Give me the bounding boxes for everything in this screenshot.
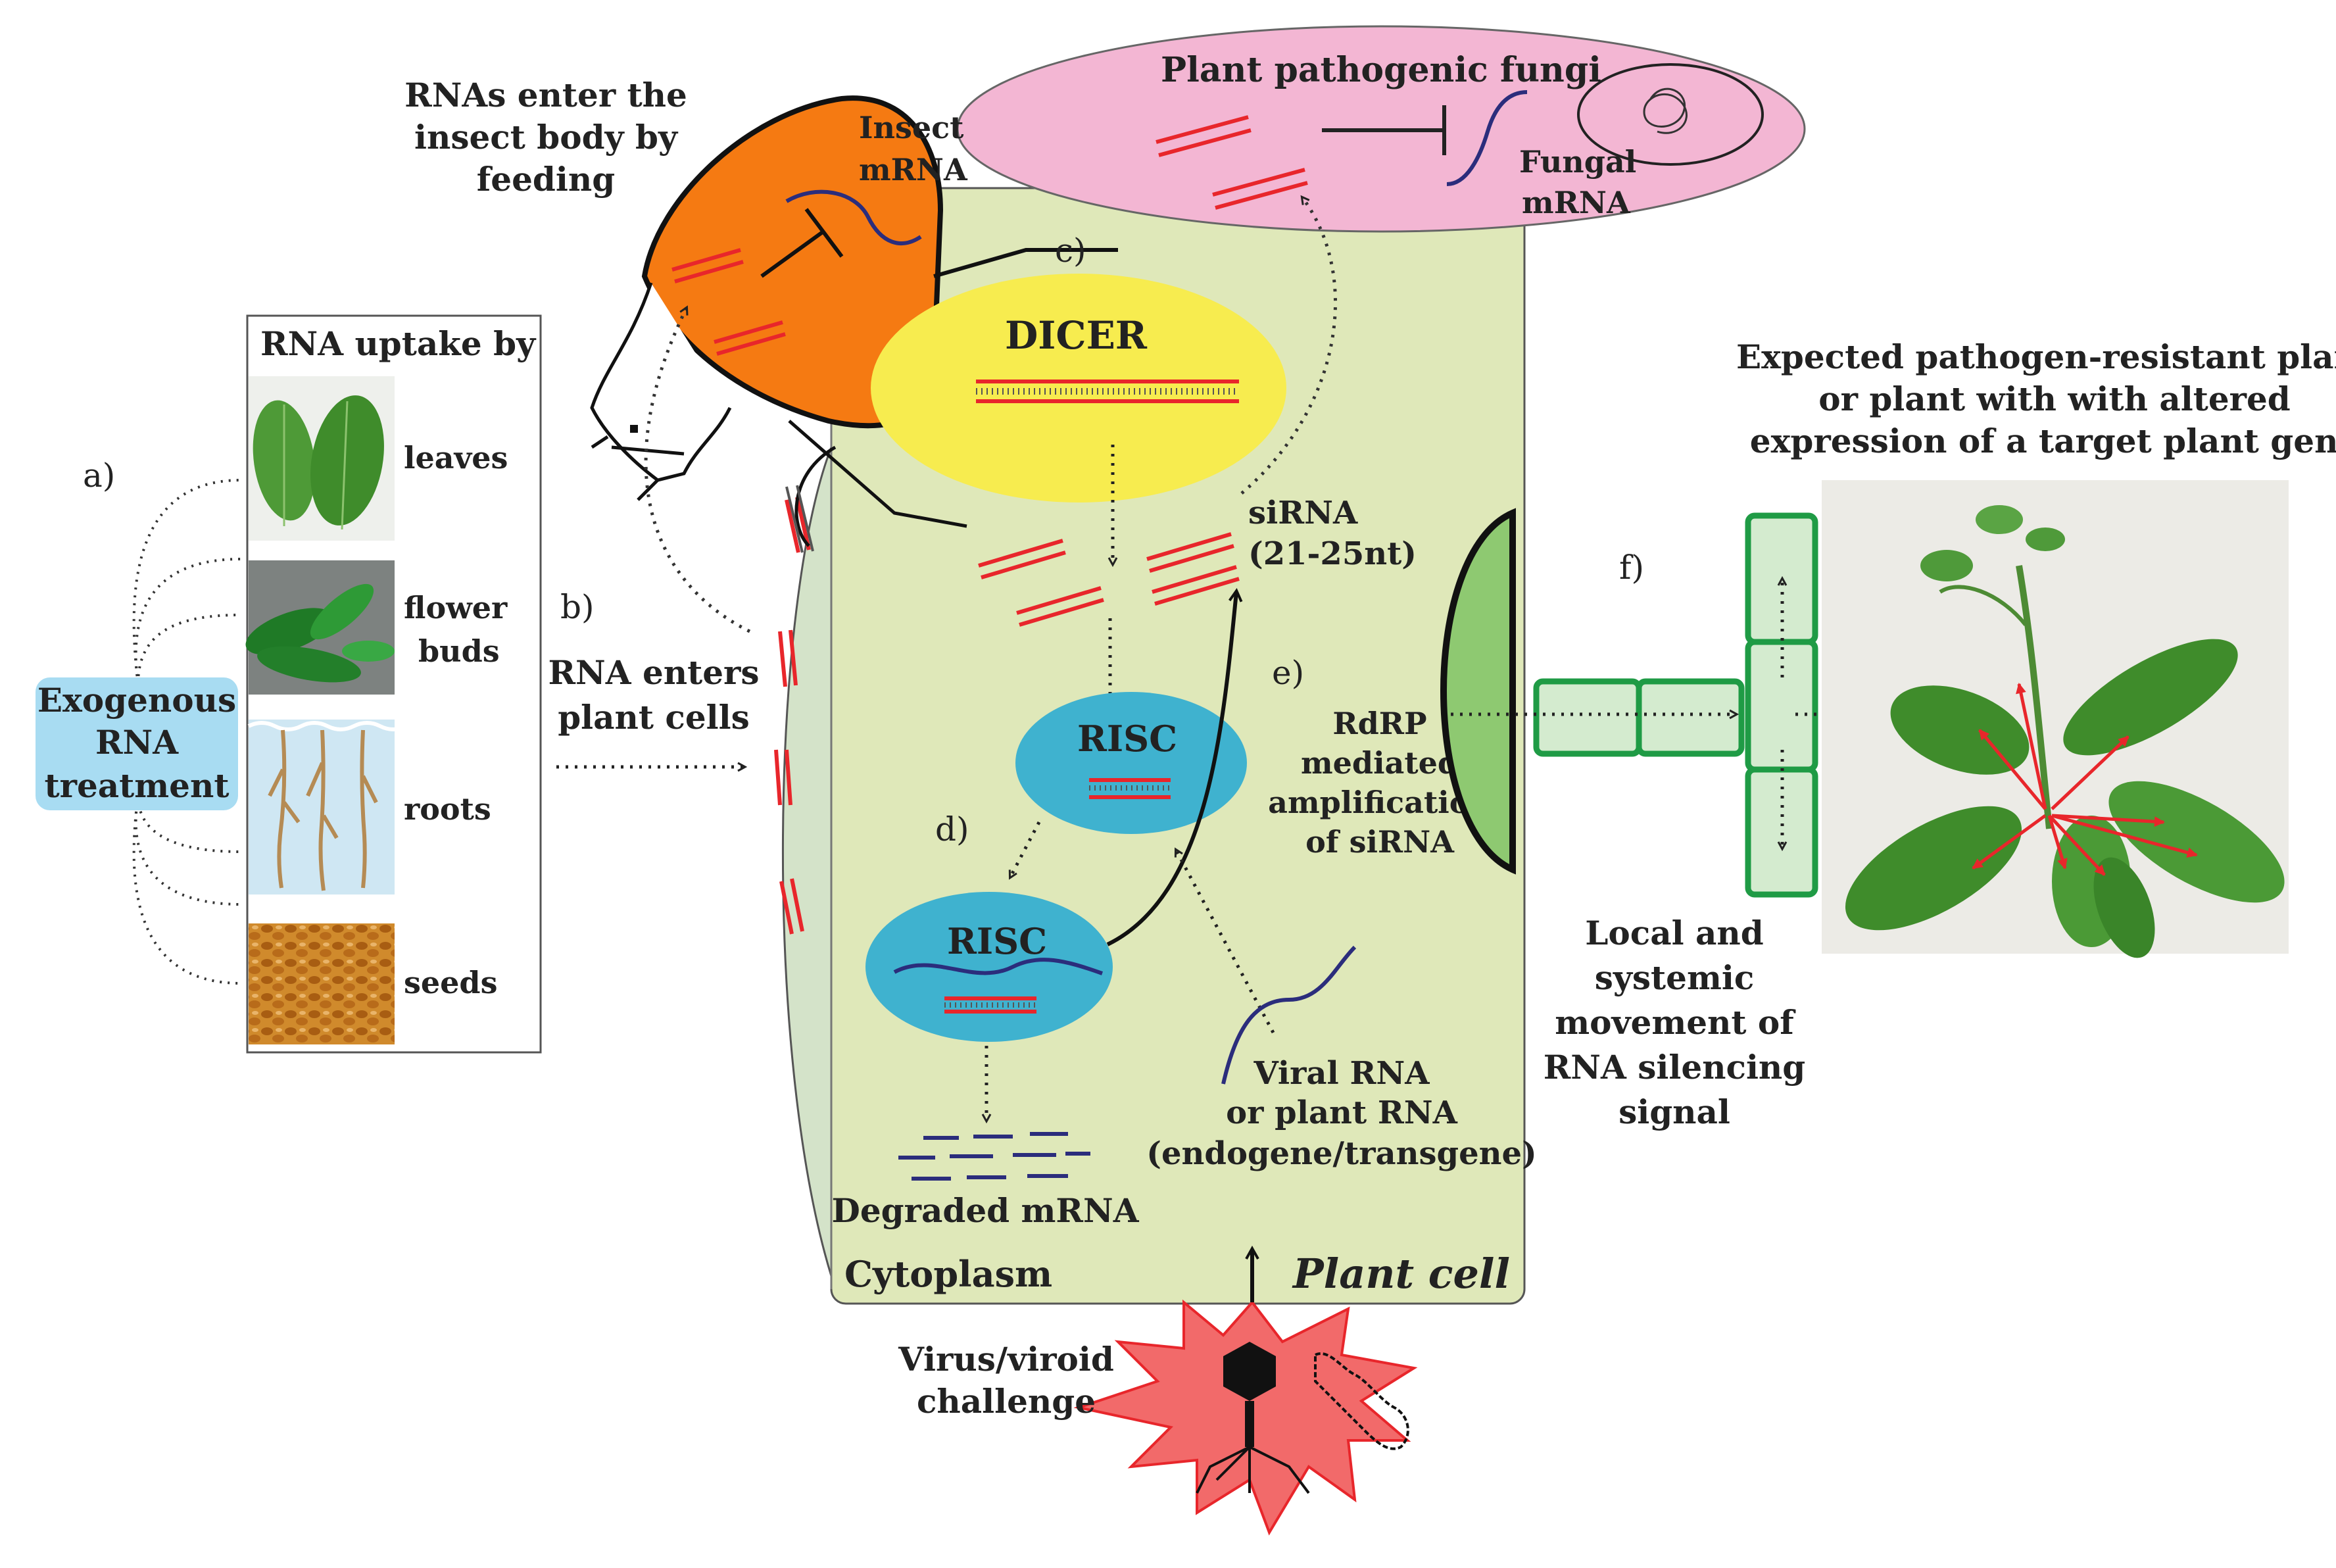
- risc-complex-upper: RISC: [1015, 692, 1247, 834]
- flower-buds-image: [245, 560, 395, 695]
- insect-caption-line-3: feeding: [477, 160, 615, 199]
- uptake-title: RNA uptake by: [260, 324, 537, 363]
- insect-mrna-line-1: Insect: [859, 110, 964, 145]
- uptake-panel: RNA uptake by leaves flower buds roots: [245, 314, 542, 1054]
- panel-letter-c: c): [1055, 232, 1086, 270]
- plant-cell-label: Plant cell: [1292, 1250, 1510, 1298]
- leaves-image: [249, 376, 395, 541]
- degraded-mrna-fragments: [898, 1132, 1090, 1181]
- risc-to-risc-arrow: [1008, 821, 1041, 877]
- seeds-image: [249, 923, 395, 1044]
- insect: Insect mRNA: [590, 95, 1118, 553]
- treatment-connectors: [132, 479, 241, 985]
- movement-line-1: Local and: [1585, 914, 1763, 952]
- sirna-line-2: (21-25nt): [1248, 535, 1417, 572]
- viral-rna-strand: [1221, 945, 1357, 1085]
- resistant-plant-image: [1822, 480, 2289, 958]
- panel-letter-d: d): [935, 810, 969, 848]
- movement-line-3: movement of: [1555, 1003, 1796, 1042]
- roots-image: [247, 720, 408, 894]
- viral-line-1: Viral RNA: [1253, 1055, 1430, 1092]
- risc-complex-lower: RISC: [865, 892, 1113, 1042]
- entry-line-2: plant cells: [558, 698, 750, 737]
- cytoplasm-label: Cytoplasm: [844, 1253, 1052, 1295]
- risc-upper-label: RISC: [1077, 718, 1177, 760]
- virus-line-2: challenge: [917, 1382, 1096, 1421]
- sirna-line-1: siRNA: [1248, 495, 1358, 531]
- panel-letter-e: e): [1272, 654, 1304, 692]
- rdrp-amplification-arrow: [1106, 587, 1243, 946]
- treatment-line-2: RNA: [95, 723, 179, 762]
- signal-cells: [1533, 512, 1818, 898]
- fungi-sirnas: [1156, 115, 1308, 210]
- rdrp-line-1: RdRP: [1332, 706, 1426, 741]
- fungal-mrna-strand: [1446, 90, 1528, 186]
- fungi-ellipse: Plant pathogenic fungi Fungal mRNA: [956, 25, 1806, 233]
- rdrp-line-2: mediated: [1301, 745, 1459, 781]
- panel-letter-b: b): [560, 588, 595, 626]
- fungal-chromatin: [1643, 87, 1688, 134]
- risc-lower-label: RISC: [947, 920, 1047, 962]
- entry-line-1: RNA enters: [548, 653, 759, 692]
- movement-line-4: RNA silencing: [1544, 1048, 1806, 1087]
- expected-line-3: expression of a target plant gene: [1750, 422, 2336, 460]
- fungal-nucleus: [1577, 63, 1764, 166]
- uptake-leaves: leaves: [404, 440, 508, 476]
- insect-caption-line-2: insect body by: [414, 118, 679, 157]
- uptake-flower: flower: [404, 590, 508, 625]
- plasmodesma: [1440, 508, 1516, 875]
- movement-line-5: signal: [1618, 1092, 1730, 1131]
- viral-to-risc-arrow: [1174, 850, 1275, 1034]
- virus-challenge: [1073, 1299, 1418, 1536]
- fungi-title: Plant pathogenic fungi: [1161, 50, 1601, 90]
- insect-mrna-line-2: mRNA: [859, 152, 968, 187]
- uptake-buds: buds: [418, 633, 500, 669]
- panel-letter-f: f): [1619, 549, 1644, 587]
- treatment-line-3: treatment: [45, 766, 230, 805]
- rdrp-line-4: of siRNA: [1305, 824, 1455, 860]
- fungal-mrna-line-2: mRNA: [1522, 185, 1631, 220]
- expected-line-2: or plant with with altered: [1818, 380, 2291, 418]
- panel-letter-a: a): [83, 456, 115, 495]
- dicer-complex: DICER: [871, 274, 1286, 502]
- insect-feeding-arrow: [644, 308, 751, 633]
- uptake-roots: roots: [404, 791, 491, 827]
- movement-line-2: systemic: [1595, 958, 1755, 997]
- sirna-cluster: [978, 532, 1240, 627]
- treatment-line-1: Exogenous: [37, 681, 236, 720]
- degraded-label: Degraded mRNA: [832, 1191, 1140, 1230]
- viral-line-2: or plant RNA: [1226, 1094, 1457, 1131]
- insect-mrna-strand: [785, 189, 922, 245]
- exogenous-treatment-box: Exogenous RNA treatment: [36, 677, 238, 810]
- uptake-seeds: seeds: [404, 965, 498, 1000]
- expected-line-1: Expected pathogen-resistant plant: [1736, 337, 2336, 376]
- dicer-label: DICER: [1005, 313, 1148, 358]
- viral-line-3: (endogene/transgene): [1146, 1135, 1537, 1172]
- fungal-mrna-line-1: Fungal: [1519, 144, 1636, 180]
- fungi-inhibition-bar: [1322, 105, 1446, 155]
- insect-caption-line-1: RNAs enter the: [404, 76, 687, 114]
- cell-wall-sirnas: [774, 497, 811, 935]
- virus-line-1: Virus/viroid: [898, 1340, 1114, 1379]
